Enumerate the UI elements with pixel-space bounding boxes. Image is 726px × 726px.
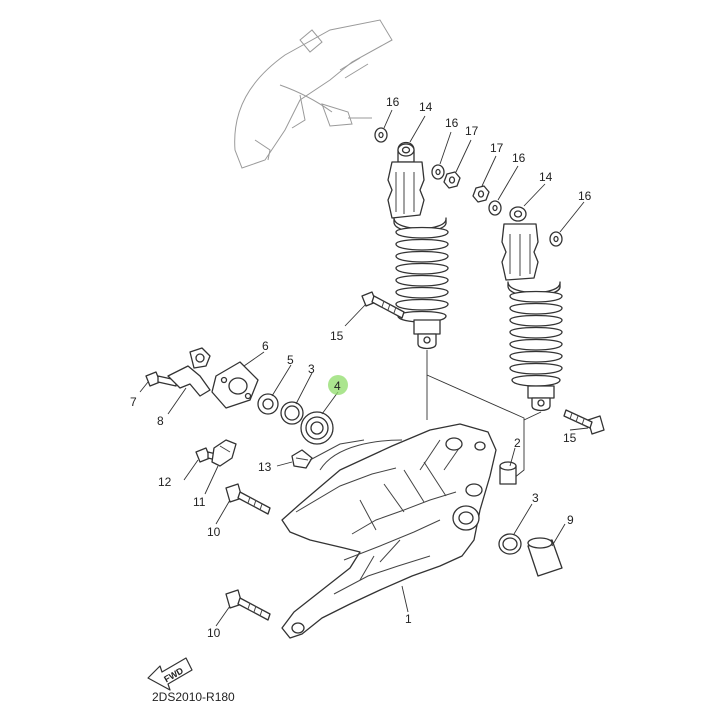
callout-3a: 3 bbox=[308, 362, 315, 376]
callout-6: 6 bbox=[262, 339, 269, 353]
callout-15b: 15 bbox=[563, 431, 577, 445]
callout-5: 5 bbox=[287, 353, 294, 367]
diagram-code: 2DS2010-R180 bbox=[152, 690, 235, 704]
leader-lines bbox=[139, 109, 589, 627]
callout-7: 7 bbox=[130, 395, 137, 409]
callout-14b: 14 bbox=[539, 170, 553, 184]
shock-lower-bolts bbox=[361, 291, 605, 435]
right-shock-spring bbox=[509, 290, 563, 387]
callout-4-highlight bbox=[328, 375, 348, 395]
swingarm bbox=[281, 423, 497, 639]
left-shock-absorber bbox=[387, 141, 449, 350]
fwd-arrow: FWD bbox=[147, 657, 193, 691]
callout-14a: 14 bbox=[419, 100, 433, 114]
callout-16c: 16 bbox=[512, 151, 526, 165]
callout-11: 11 bbox=[193, 495, 206, 509]
callout-17a: 17 bbox=[465, 124, 479, 138]
callout-4: 4 bbox=[334, 379, 341, 393]
assembly-lines bbox=[426, 350, 542, 479]
frame-section bbox=[234, 19, 393, 169]
callout-16b: 16 bbox=[445, 116, 459, 130]
callout-17b: 17 bbox=[490, 141, 504, 155]
callout-10b: 10 bbox=[207, 626, 221, 640]
callout-10a: 10 bbox=[207, 525, 221, 539]
bearing-4-highlighted bbox=[300, 411, 334, 445]
callout-15a: 15 bbox=[330, 329, 344, 343]
callout-13: 13 bbox=[258, 460, 272, 474]
left-shock-spring bbox=[395, 226, 449, 323]
callout-12: 12 bbox=[158, 475, 172, 489]
bracket-8 bbox=[167, 365, 211, 397]
callout-3b: 3 bbox=[532, 491, 539, 505]
callout-9: 9 bbox=[567, 513, 574, 527]
callout-16d: 16 bbox=[578, 189, 592, 203]
callout-16a: 16 bbox=[386, 95, 400, 109]
upper-mount-hardware bbox=[374, 127, 563, 247]
right-shock-absorber bbox=[501, 206, 563, 412]
callout-numbers: 16 14 16 17 17 16 14 16 15 6 5 3 4 7 8 2… bbox=[130, 95, 592, 640]
callout-1: 1 bbox=[405, 612, 412, 626]
callout-2: 2 bbox=[514, 436, 521, 450]
pivot-parts bbox=[195, 439, 563, 621]
caliper-bracket-parts bbox=[145, 347, 334, 445]
clip-11 bbox=[211, 439, 237, 467]
callout-8: 8 bbox=[157, 414, 164, 428]
